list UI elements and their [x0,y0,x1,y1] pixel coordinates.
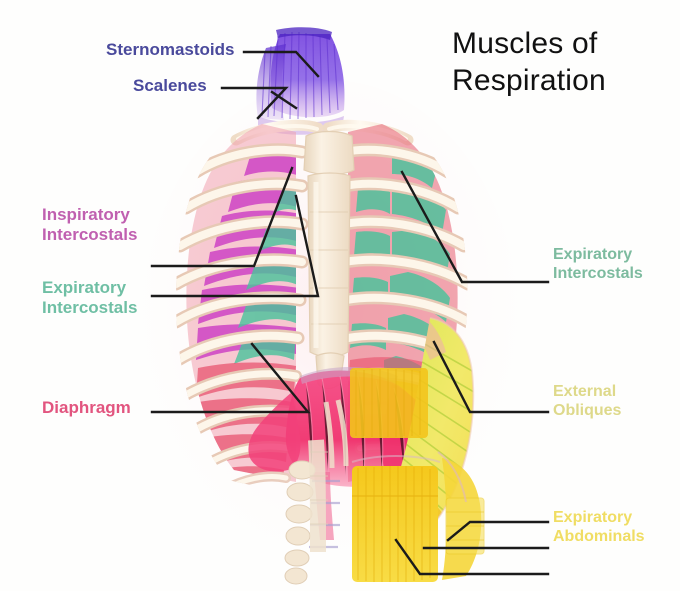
label-inspiratory-intercostals-line1: Inspiratory [42,205,130,224]
title-line-2: Respiration [452,63,606,97]
abdominal-sheath [437,451,467,503]
label-inspiratory-intercostals: Inspiratory Intercostals [42,205,137,245]
page-title: Muscles of Respiration [452,26,672,99]
leader-scalenes-a [220,86,289,120]
label-sternomastoids: Sternomastoids [106,40,234,60]
upper-rectus-block [350,368,428,438]
rectus-abdominis-block [352,466,438,582]
title-line-1: Muscles of [452,27,598,60]
label-expiratory-intercostals-right-line2: Intercostals [553,264,643,282]
leader-expiratory-abdominals-c [394,538,550,576]
leader-external-obliques [432,340,550,414]
leader-scalenes-b [270,90,298,110]
label-diaphragm: Diaphragm [42,398,131,418]
label-expiratory-intercostals-left-line1: Expiratory [42,278,127,297]
leader-expiratory-abdominals-a [446,520,550,542]
leader-diaphragm [150,342,311,414]
label-external-obliques-line1: External [553,383,617,400]
label-expiratory-intercostals-right: Expiratory Intercostals [553,246,643,284]
label-external-obliques-line2: Obliques [553,401,622,419]
leader-inspiratory-intercostals [150,166,294,268]
label-expiratory-intercostals-right-line1: Expiratory [553,246,633,263]
label-expiratory-intercostals-left: Expiratory Intercostals [42,278,137,318]
vertebral-column [308,439,326,553]
label-expiratory-abdominals: Expiratory Abdominals [553,509,645,547]
label-external-obliques: External Obliques [553,383,621,421]
leader-expiratory-intercostals-right [400,170,550,284]
sternomastoid-muscle [270,34,345,118]
scalene-muscle [256,44,286,120]
label-inspiratory-intercostals-line2: Intercostals [42,225,138,245]
label-diaphragm-text: Diaphragm [42,398,131,417]
neck-fiber-strokes [261,31,339,120]
label-scalenes-text: Scalenes [133,76,207,95]
label-expiratory-abdominals-line2: Abdominals [553,527,645,545]
leader-expiratory-intercostals-left [150,194,320,298]
upper-rectus-striations [355,369,421,437]
neck-top-shading [276,27,332,40]
leader-sternomastoids [242,50,320,78]
manubrium [303,130,355,176]
label-sternomastoids-text: Sternomastoids [106,40,235,59]
label-expiratory-intercostals-left-line2: Intercostals [42,298,138,318]
vertebrae-group [284,439,340,585]
leader-line-group [150,50,550,576]
label-expiratory-abdominals-line1: Expiratory [553,509,633,526]
label-scalenes: Scalenes [133,76,207,96]
rectus-striations [357,466,431,582]
costal-cartilage [323,399,349,469]
sternum-group [303,130,355,390]
